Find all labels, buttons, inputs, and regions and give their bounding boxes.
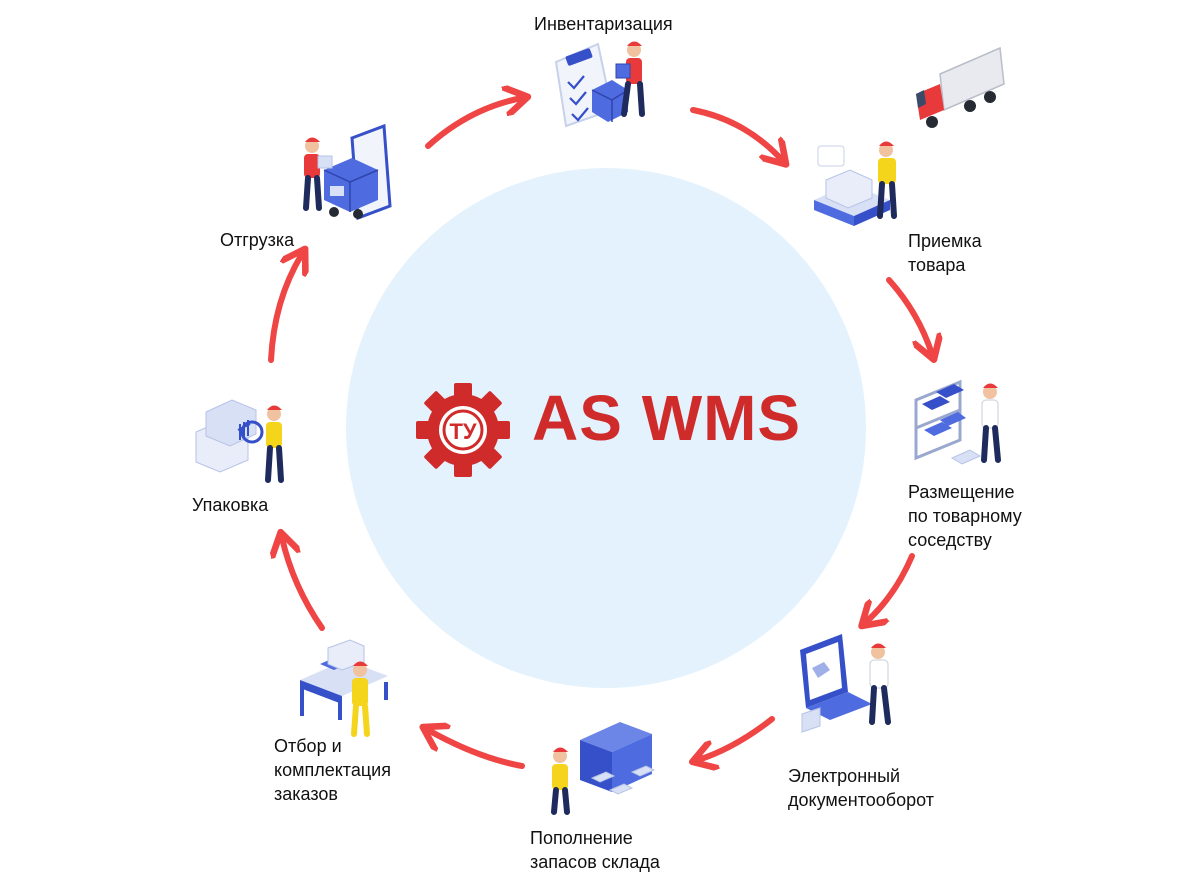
logo-name: AS WMS — [532, 382, 802, 454]
scale-receiving-icon — [814, 141, 897, 226]
arrow-edocs-to-replenishment — [698, 716, 775, 760]
arrow-placement-to-edocs — [866, 553, 915, 622]
step-label-picking: Отбор и комплектация заказов — [274, 736, 391, 804]
center-circle — [346, 168, 866, 688]
arrow-packing-to-shipping — [268, 254, 302, 363]
step-label-packing: Упаковка — [192, 495, 269, 515]
packing-barcode-icon — [195, 399, 284, 483]
gear-emblem-text: ТУ — [449, 419, 476, 444]
arrow-shipping-to-inventory — [425, 98, 522, 149]
arrow-inventory-to-receiving — [690, 107, 782, 160]
step-label-placement: Размещение по товарному соседству — [908, 482, 1022, 550]
gear-icon — [416, 383, 510, 477]
cycle-arrows — [268, 98, 932, 769]
picking-table-icon — [300, 639, 388, 737]
arrow-receiving-to-placement — [886, 277, 932, 354]
step-label-shipping: Отгрузка — [220, 230, 295, 250]
arrow-replenishment-to-picking — [428, 730, 525, 769]
step-label-receiving: Приемка товара — [908, 231, 982, 275]
container-replenishment-icon — [551, 722, 656, 815]
step-label-inventory: Инвентаризация — [534, 14, 673, 34]
inventory-clipboard-icon — [554, 41, 645, 128]
shelving-placement-icon — [914, 379, 1001, 465]
arrow-picking-to-packing — [282, 538, 325, 631]
delivery-truck-icon — [916, 46, 1005, 128]
laptop-documents-icon — [800, 634, 891, 733]
step-label-replenishment: Пополнение запасов склада — [530, 828, 660, 872]
truck-shipping-icon — [303, 123, 392, 221]
step-label-edocs: Электронный документооборот — [788, 766, 934, 810]
